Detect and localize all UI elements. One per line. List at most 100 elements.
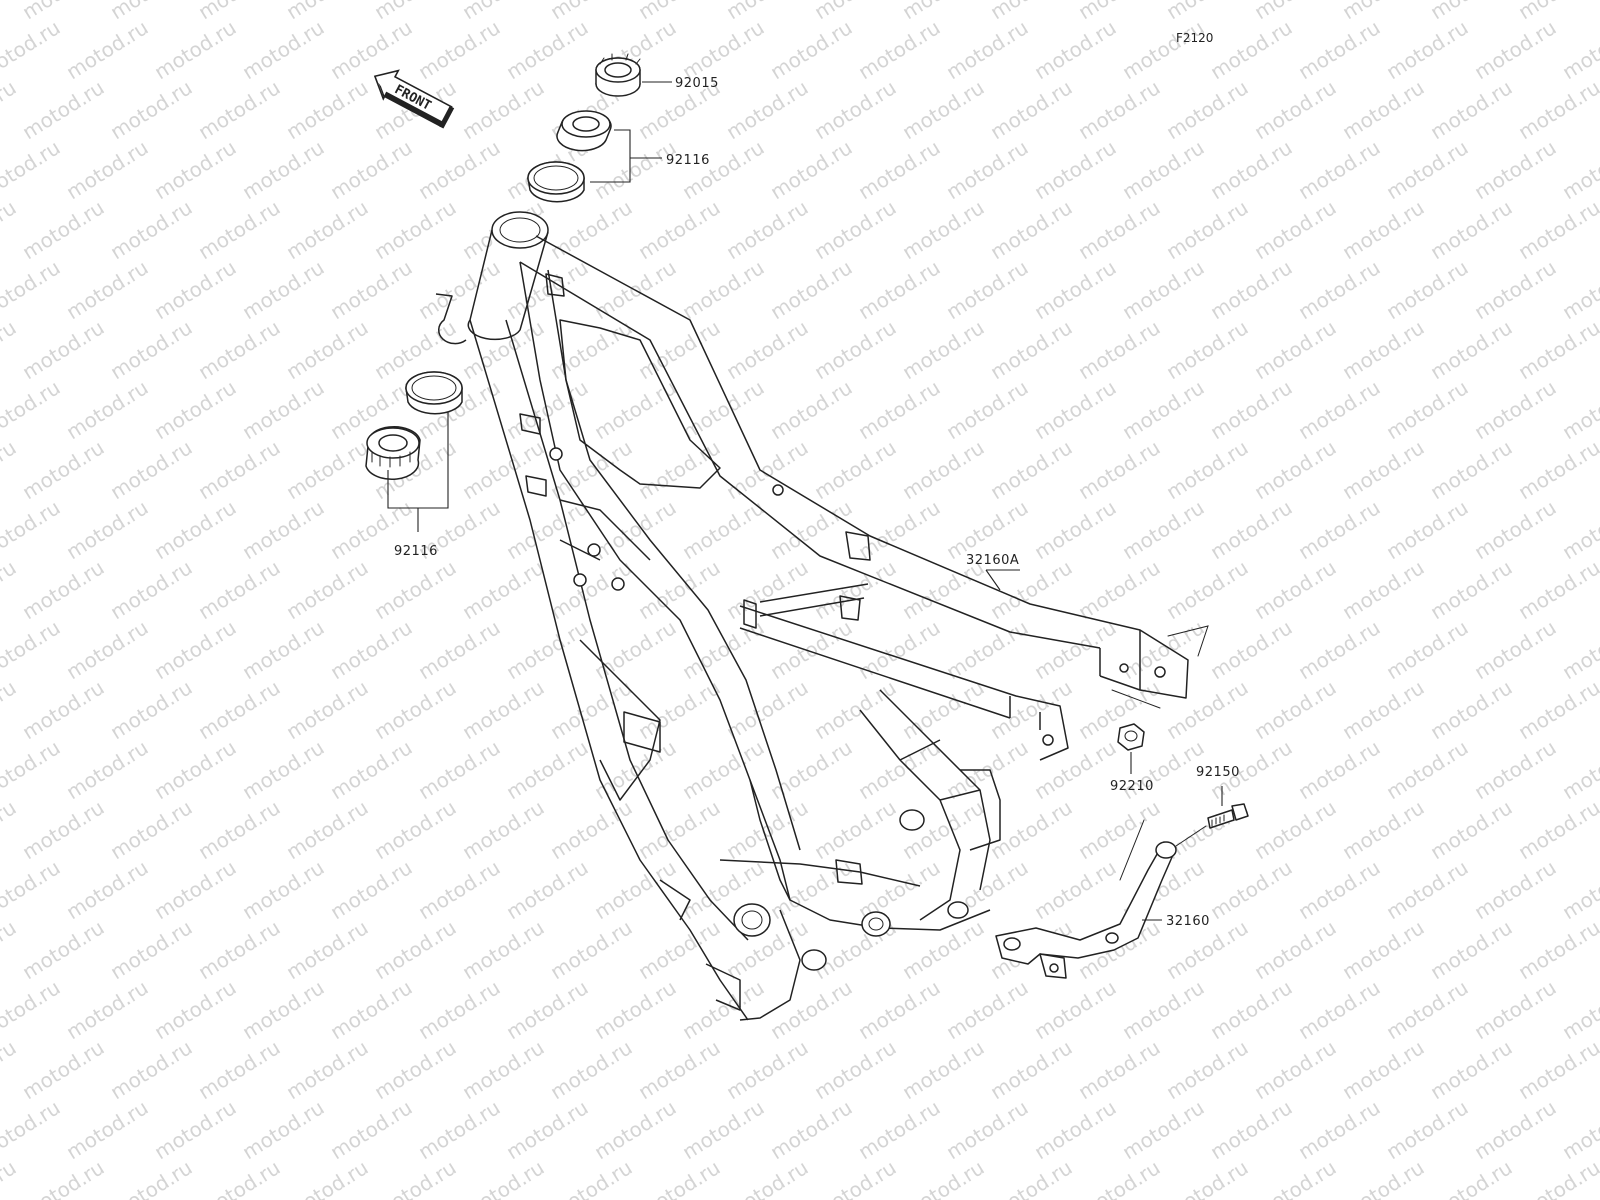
- watermark-text: motod.ru: [898, 195, 989, 264]
- watermark-text: motod.ru: [1250, 675, 1341, 744]
- watermark-text: motod.ru: [18, 315, 109, 384]
- upper-race-92116[interactable]: [527, 161, 585, 203]
- watermark-text: motod.ru: [238, 15, 329, 84]
- label-92116-left[interactable]: 92116: [394, 544, 438, 559]
- watermark-text: motod.ru: [1338, 1155, 1429, 1200]
- watermark-text: motod.ru: [634, 1155, 725, 1200]
- watermark-text: motod.ru: [722, 1035, 813, 1104]
- watermark-text: motod.ru: [1118, 255, 1209, 324]
- watermark-text: motod.ru: [898, 1035, 989, 1104]
- watermark-text: motod.ru: [1558, 1095, 1600, 1164]
- watermark-text: motod.ru: [1426, 435, 1517, 504]
- label-32160A[interactable]: 32160A: [966, 553, 1019, 568]
- watermark-text: motod.ru: [854, 735, 945, 804]
- watermark-text: motod.ru: [106, 555, 197, 624]
- lower-bearing-92116[interactable]: [365, 425, 421, 481]
- watermark-text: motod.ru: [414, 255, 505, 324]
- watermark-text: motod.ru: [1162, 315, 1253, 384]
- watermark-text: motod.ru: [1074, 195, 1165, 264]
- watermark-text: motod.ru: [1470, 255, 1561, 324]
- watermark-text: motod.ru: [502, 15, 593, 84]
- watermark-text: motod.ru: [854, 15, 945, 84]
- watermark-text: motod.ru: [106, 195, 197, 264]
- leader-32160A: [985, 569, 1001, 591]
- watermark-text: motod.ru: [1294, 855, 1385, 924]
- watermark-text: motod.ru: [1250, 555, 1341, 624]
- watermark-text: motod.ru: [1470, 735, 1561, 804]
- label-92015[interactable]: 92015: [675, 76, 719, 91]
- watermark-text: motod.ru: [1338, 1035, 1429, 1104]
- watermark-text: motod.ru: [942, 615, 1033, 684]
- watermark-text: motod.ru: [1030, 15, 1121, 84]
- label-92116-top[interactable]: 92116: [666, 153, 710, 168]
- watermark-text: motod.ru: [1294, 375, 1385, 444]
- nut-92210[interactable]: [1117, 723, 1145, 751]
- watermark-text: motod.ru: [0, 615, 64, 684]
- watermark-text: motod.ru: [722, 1155, 813, 1200]
- watermark-text: motod.ru: [766, 375, 857, 444]
- watermark-text: motod.ru: [18, 675, 109, 744]
- bolt-92150[interactable]: [1207, 803, 1249, 829]
- watermark-text: motod.ru: [986, 195, 1077, 264]
- watermark-text: motod.ru: [942, 975, 1033, 1044]
- watermark-text: motod.ru: [1558, 855, 1600, 924]
- stem-nut-92015[interactable]: [595, 53, 641, 97]
- watermark-text: motod.ru: [106, 1035, 197, 1104]
- watermark-text: motod.ru: [1030, 495, 1121, 564]
- watermark-text: motod.ru: [986, 675, 1077, 744]
- leader-92116-left: [387, 412, 449, 532]
- label-92150[interactable]: 92150: [1196, 765, 1240, 780]
- watermark-text: motod.ru: [194, 75, 285, 144]
- label-32160[interactable]: 32160: [1166, 914, 1210, 929]
- watermark-text: motod.ru: [1382, 975, 1473, 1044]
- watermark-text: motod.ru: [502, 975, 593, 1044]
- watermark-text: motod.ru: [722, 195, 813, 264]
- watermark-text: motod.ru: [722, 555, 813, 624]
- watermark-text: motod.ru: [1470, 1095, 1561, 1164]
- watermark-text: motod.ru: [810, 1035, 901, 1104]
- watermark-text: motod.ru: [590, 615, 681, 684]
- main-frame[interactable]: [435, 211, 1189, 1021]
- watermark-text: motod.ru: [1162, 75, 1253, 144]
- watermark-text: motod.ru: [1426, 195, 1517, 264]
- watermark-text: motod.ru: [1294, 255, 1385, 324]
- watermark-text: motod.ru: [0, 555, 20, 624]
- bracket-32160[interactable]: [995, 841, 1177, 979]
- watermark-text: motod.ru: [326, 975, 417, 1044]
- watermark-text: motod.ru: [1250, 315, 1341, 384]
- watermark-text: motod.ru: [1426, 915, 1517, 984]
- watermark-text: motod.ru: [194, 435, 285, 504]
- watermark-text: motod.ru: [1162, 435, 1253, 504]
- label-92210[interactable]: 92210: [1110, 779, 1154, 794]
- watermark-text: motod.ru: [194, 555, 285, 624]
- watermark-text: motod.ru: [1074, 315, 1165, 384]
- watermark-text: motod.ru: [414, 615, 505, 684]
- watermark-text: motod.ru: [1030, 1095, 1121, 1164]
- watermark-text: motod.ru: [1074, 1155, 1165, 1200]
- upper-bearing-92116[interactable]: [556, 110, 612, 152]
- lower-race-92116[interactable]: [405, 371, 463, 415]
- watermark-text: motod.ru: [1338, 75, 1429, 144]
- watermark-text: motod.ru: [238, 1095, 329, 1164]
- watermark-text: motod.ru: [0, 1035, 20, 1104]
- watermark-text: motod.ru: [1206, 975, 1297, 1044]
- watermark-text: motod.ru: [414, 135, 505, 204]
- watermark-text: motod.ru: [62, 855, 153, 924]
- watermark-text: motod.ru: [1250, 0, 1341, 24]
- watermark-text: motod.ru: [898, 315, 989, 384]
- watermark-text: motod.ru: [370, 195, 461, 264]
- watermark-text: motod.ru: [62, 255, 153, 324]
- watermark-text: motod.ru: [150, 615, 241, 684]
- watermark-text: motod.ru: [1514, 75, 1600, 144]
- watermark-text: motod.ru: [1118, 495, 1209, 564]
- watermark-text: motod.ru: [194, 915, 285, 984]
- watermark-text: motod.ru: [854, 255, 945, 324]
- watermark-text: motod.ru: [1382, 255, 1473, 324]
- watermark-text: motod.ru: [722, 0, 813, 24]
- watermark-text: motod.ru: [326, 135, 417, 204]
- watermark-text: motod.ru: [414, 15, 505, 84]
- watermark-text: motod.ru: [0, 675, 20, 744]
- watermark-text: motod.ru: [458, 75, 549, 144]
- watermark-text: motod.ru: [1514, 0, 1600, 24]
